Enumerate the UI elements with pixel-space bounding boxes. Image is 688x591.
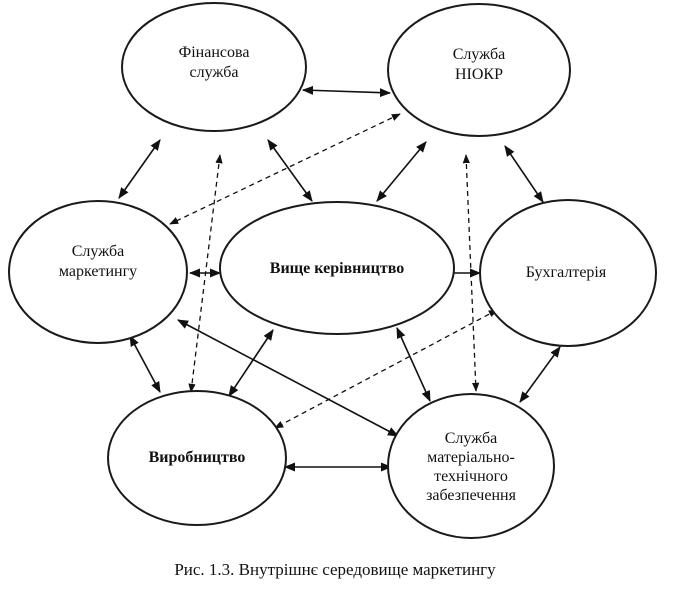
node-marketing: Служба маркетингу	[8, 200, 188, 344]
node-finance-line-1: Фінансова	[179, 44, 250, 61]
connector-rnd-management	[376, 141, 427, 202]
dashed-connector-rnd-supply	[462, 154, 480, 392]
node-production: Виробництво	[107, 390, 287, 526]
node-supply-line-3: технічного	[434, 468, 508, 485]
figure-caption: Рис. 1.3. Внутрішнє середовище маркетинг…	[174, 560, 496, 579]
connector-finance-management	[267, 139, 313, 202]
node-management-label: Вище керівництво	[270, 260, 404, 277]
node-marketing-line-2: маркетингу	[59, 263, 137, 280]
connector-finance-rnd	[301, 85, 392, 98]
node-supply-line-4: забезпечення	[426, 487, 517, 504]
connector-marketing-production	[129, 335, 161, 393]
connector-accounting-supply	[519, 346, 561, 403]
connector-management-production	[228, 329, 274, 397]
dashed-connector-rnd-marketing	[169, 113, 401, 225]
node-finance: Фінансова служба	[121, 2, 307, 132]
connector-rnd-accounting	[504, 145, 544, 203]
node-accounting-label: Бухгалтерія	[526, 264, 607, 281]
node-production-label: Виробництво	[149, 449, 246, 466]
node-finance-line-2: служба	[190, 64, 239, 81]
dashed-connector-finance-production	[188, 154, 223, 393]
connector-finance-marketing	[118, 139, 161, 199]
node-supply-line-2: матеріально-	[427, 449, 515, 466]
dashed-connector-accounting-production	[274, 309, 498, 429]
node-accounting: Бухгалтерія	[479, 199, 657, 347]
node-marketing-line-1: Служба	[72, 243, 125, 260]
node-management: Вище керівництво	[219, 201, 455, 335]
node-rnd-line-1: Служба	[453, 46, 506, 63]
node-supply-line-1: Служба	[445, 430, 498, 447]
connector-management-supply	[396, 326, 431, 403]
node-supply: Служба матеріально-технічного забезпечення	[387, 393, 555, 539]
node-rnd-line-2: НІОКР	[455, 66, 503, 83]
